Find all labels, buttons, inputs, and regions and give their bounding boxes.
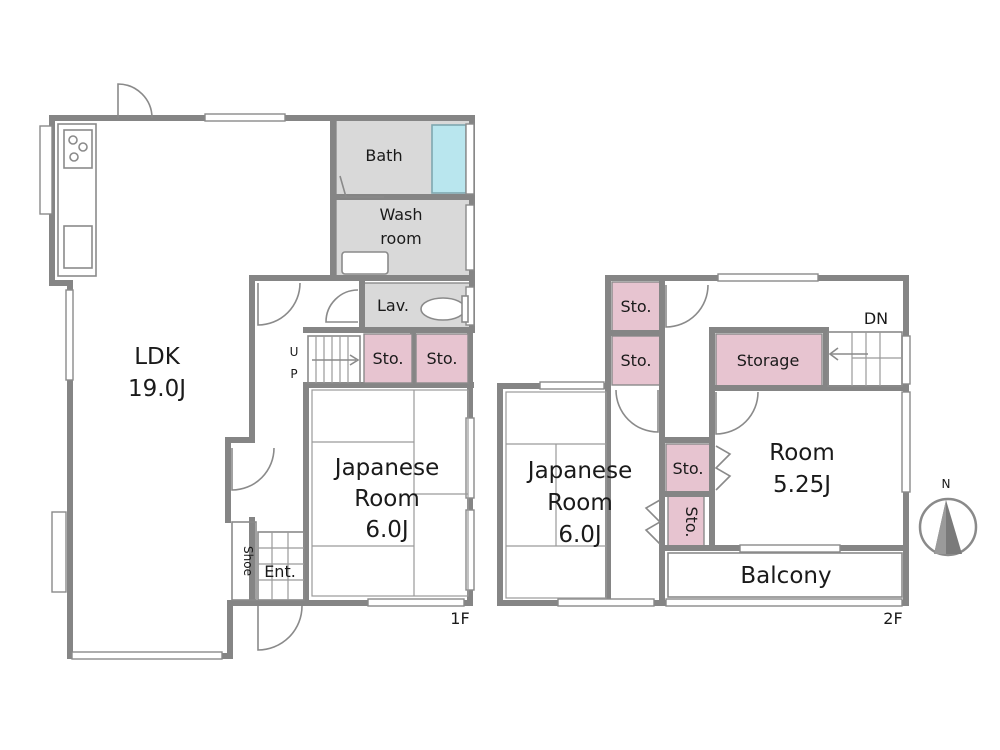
lav-label: Lav. bbox=[377, 296, 409, 315]
window bbox=[204, 113, 286, 122]
burner-icon bbox=[68, 135, 78, 145]
toilet-icon bbox=[420, 297, 466, 321]
window bbox=[901, 391, 911, 493]
toilet-tank bbox=[461, 295, 469, 323]
staircase-down bbox=[827, 331, 903, 387]
storage-label: Sto. bbox=[620, 297, 651, 316]
wash-room-label: room bbox=[380, 229, 421, 248]
window bbox=[39, 125, 53, 215]
window bbox=[465, 123, 475, 195]
door-swing bbox=[665, 284, 709, 328]
storage-closet bbox=[667, 495, 705, 549]
tatami-lines bbox=[505, 391, 607, 599]
stairs-up-label: U bbox=[290, 345, 299, 359]
japanese-room-size: 6.0J bbox=[558, 522, 601, 548]
door-swing bbox=[325, 289, 359, 323]
window bbox=[51, 511, 67, 593]
shoe-cabinet bbox=[231, 521, 257, 601]
storage-closet bbox=[715, 333, 823, 387]
door-swing bbox=[117, 83, 153, 119]
japanese-room-label: Japanese bbox=[333, 455, 439, 481]
storage-label: Sto. bbox=[682, 506, 701, 537]
burner-icon bbox=[78, 142, 88, 152]
kitchen-counter bbox=[57, 123, 97, 277]
storage-room-label: Storage bbox=[737, 351, 800, 370]
japanese-room-size: 6.0J bbox=[365, 517, 408, 543]
door-swing bbox=[615, 389, 659, 433]
door-swing bbox=[257, 605, 303, 651]
floor-label-1f: 1F bbox=[450, 609, 469, 628]
ldk-label: LDK bbox=[134, 344, 181, 370]
kitchen-sink bbox=[63, 225, 93, 269]
door-swing bbox=[715, 391, 759, 435]
japanese-room-label: Japanese bbox=[526, 458, 632, 484]
stairs-down-label: DN bbox=[864, 309, 888, 328]
stairs-up-label: P bbox=[290, 367, 297, 381]
door-swing bbox=[339, 175, 384, 198]
window bbox=[717, 273, 819, 282]
storage-label: Sto. bbox=[426, 349, 457, 368]
stove bbox=[63, 129, 93, 169]
window bbox=[665, 598, 903, 607]
door-swing bbox=[231, 447, 275, 491]
window bbox=[465, 509, 475, 591]
storage-closet bbox=[363, 333, 413, 384]
japanese-room-label: Room bbox=[354, 486, 420, 512]
japanese-room-label: Room bbox=[547, 490, 613, 516]
balcony-label: Balcony bbox=[740, 563, 831, 589]
entrance-label: Ent. bbox=[264, 562, 296, 581]
storage-label: Sto. bbox=[620, 351, 651, 370]
room-size: 5.25J bbox=[773, 472, 831, 498]
door-swing bbox=[644, 499, 662, 545]
second-floor: Sto. Sto. Storage Sto. Sto. DN Japanese … bbox=[497, 273, 911, 628]
wash-basin bbox=[341, 251, 389, 275]
window bbox=[71, 651, 223, 660]
compass: N bbox=[918, 477, 978, 557]
ldk-size: 19.0J bbox=[128, 376, 186, 402]
first-floor-inner-walls bbox=[225, 115, 474, 606]
floor-label-2f: 2F bbox=[883, 609, 902, 628]
window bbox=[65, 289, 74, 381]
storage-closet bbox=[415, 333, 469, 384]
tatami-lines bbox=[311, 389, 469, 597]
window bbox=[739, 544, 841, 553]
first-floor: LDK 19.0J Bath Wash room Lav. Sto. Sto. … bbox=[39, 83, 475, 660]
window bbox=[539, 381, 605, 390]
entrance-floor bbox=[257, 531, 305, 601]
storage-label: Sto. bbox=[672, 459, 703, 478]
compass-needle-shade bbox=[934, 500, 946, 554]
north-label: N bbox=[942, 477, 951, 491]
window bbox=[465, 417, 475, 499]
wash-room-label: Wash bbox=[379, 205, 422, 224]
bathtub bbox=[431, 124, 467, 194]
window bbox=[367, 598, 465, 607]
bath-label: Bath bbox=[365, 146, 402, 165]
balcony bbox=[667, 552, 903, 598]
window bbox=[465, 204, 475, 271]
shoe-label: Shoe bbox=[241, 546, 255, 576]
burner-icon bbox=[69, 152, 79, 162]
window bbox=[557, 598, 655, 607]
storage-label: Sto. bbox=[372, 349, 403, 368]
room-label: Room bbox=[769, 440, 835, 466]
window bbox=[901, 335, 911, 385]
storage-closet bbox=[665, 443, 711, 493]
door-swing bbox=[257, 282, 301, 326]
storage-closet bbox=[611, 281, 661, 332]
staircase-up bbox=[307, 335, 361, 384]
door-swing bbox=[714, 445, 732, 491]
